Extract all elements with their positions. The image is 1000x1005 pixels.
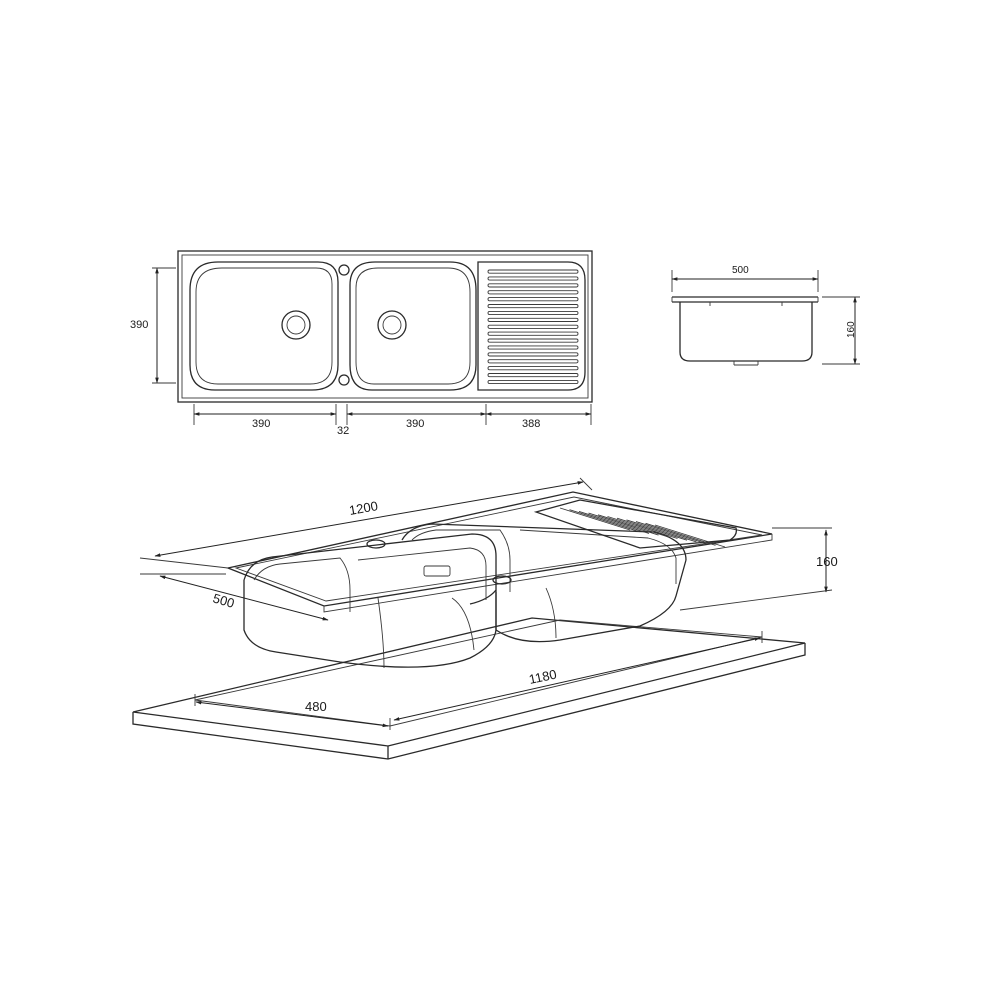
drainer-rib-iso <box>616 517 688 541</box>
side-width-label: 500 <box>732 265 749 276</box>
side-view: 500 160 <box>671 265 860 366</box>
drain-iso-icon <box>492 575 512 585</box>
left-drain-icon <box>281 310 311 340</box>
drainer-rib-iso <box>635 521 707 545</box>
sink-rim-iso <box>225 491 773 607</box>
isometric-view: 1200 500 160 1180 480 <box>132 477 838 760</box>
drainer-rib <box>487 338 579 343</box>
left-bowl-top <box>189 261 339 391</box>
iso-cutout-length-label: 1180 <box>528 666 558 686</box>
drainer-rib <box>487 297 579 302</box>
drainer-iso <box>533 499 738 549</box>
drainer-rib-iso <box>607 516 678 539</box>
countertop-cutout <box>194 619 763 727</box>
drainer-rib-iso <box>588 512 659 536</box>
drainer-rib <box>487 379 579 385</box>
drainer-top <box>477 261 586 391</box>
drainer-rib <box>487 331 579 336</box>
drainer-width-label: 388 <box>522 418 540 430</box>
sink-outline-top <box>177 250 593 403</box>
gap-width-label: 32 <box>337 425 349 437</box>
drainer-rib-iso <box>654 524 726 548</box>
drainer-rib <box>487 276 579 281</box>
drainer-rib-iso <box>626 519 697 543</box>
iso-cutout-depth-label: 480 <box>305 699 327 714</box>
drainer-rib-iso <box>645 522 716 546</box>
side-bowl-profile <box>679 302 813 362</box>
top-view: 390 390 32 390 388 <box>130 250 593 437</box>
drainer-rib <box>487 304 579 309</box>
drainer-rib <box>487 345 579 350</box>
drainer-rib <box>487 283 579 288</box>
countertop-slab <box>132 617 806 747</box>
drainer-rib <box>487 324 579 329</box>
drainer-rib <box>487 359 579 364</box>
drainer-rib <box>487 317 579 322</box>
top-height-label: 390 <box>130 319 148 331</box>
drainer-ribs <box>487 269 579 385</box>
right-bowl-top <box>349 261 477 391</box>
left-bowl-width-label: 390 <box>252 418 270 430</box>
iso-bowl-depth-label: 160 <box>816 554 838 569</box>
overflow-slot-icon <box>423 565 451 577</box>
drainer-rib <box>487 373 579 378</box>
drainer-ribs-iso <box>559 507 726 548</box>
drainer-rib <box>487 269 579 274</box>
right-drain-icon <box>377 310 407 340</box>
tap-hole-icon <box>338 264 350 276</box>
drainer-rib <box>487 310 579 316</box>
right-bowl-width-label: 390 <box>406 418 424 430</box>
side-depth-label: 160 <box>846 321 857 338</box>
left-bowl-iso <box>243 533 497 605</box>
iso-depth-label: 500 <box>211 590 236 610</box>
drainer-rib <box>487 290 579 295</box>
sink-rim-top <box>181 254 589 399</box>
drainer-rib-iso <box>597 514 669 538</box>
iso-length-label: 1200 <box>348 498 379 518</box>
drainer-rib <box>487 366 579 371</box>
overflow-hole-icon <box>338 374 350 386</box>
drainer-rib-iso <box>578 510 650 534</box>
drainer-rib <box>487 352 579 357</box>
